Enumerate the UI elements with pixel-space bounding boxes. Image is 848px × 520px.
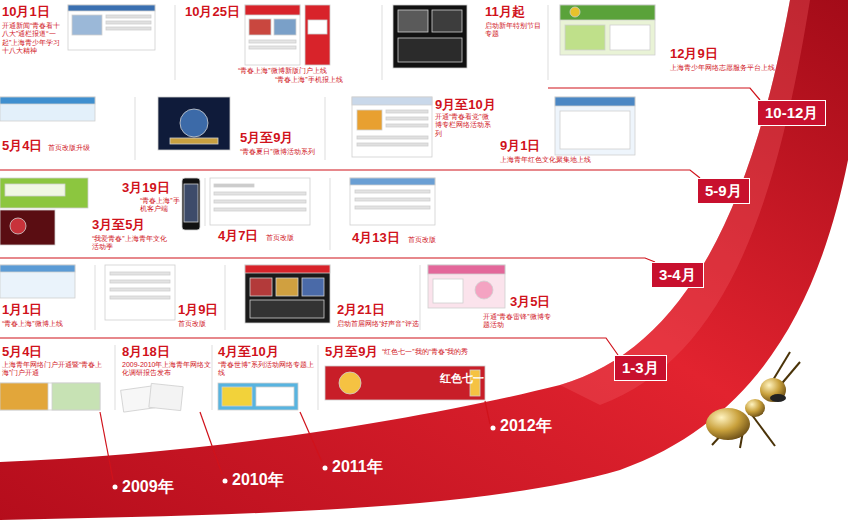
date-label: 1月9日 — [178, 302, 218, 318]
month-label: 5-9月 — [705, 182, 742, 199]
event-note: 首页改版 — [266, 234, 294, 242]
event-note: 首页改版 — [178, 320, 206, 328]
month-tag: 3-4月 — [651, 262, 704, 288]
year-label: 2010年 — [232, 470, 284, 489]
date-label: 5月至9月 — [240, 130, 293, 146]
date-label: 10月1日 — [2, 4, 50, 20]
date-label: 红色七一 — [440, 372, 484, 385]
month-label: 1-3月 — [622, 359, 659, 376]
event-note: “青春上海”微博新版门户上线 — [238, 67, 338, 75]
date-label: 4月13日 — [352, 230, 400, 246]
date-label: 4月至10月 — [218, 344, 279, 360]
date-label: 9月至10月 — [435, 97, 496, 113]
event-note: 开通新闻“青春看十八大”通栏报道“一起”上海青少年学习十八大精神 — [2, 22, 66, 56]
date-label: 3月至5月 — [92, 217, 145, 233]
event-note: “青春世博”系列活动网络专题上线 — [218, 361, 316, 378]
date-label: 3月5日 — [510, 294, 550, 310]
month-tag: 1-3月 — [614, 355, 667, 381]
event-note: 首页改版 — [408, 236, 436, 244]
event-note: 2009-2010年上海青年网络文化调研报告发布 — [122, 361, 214, 378]
month-label: 10-12月 — [765, 104, 818, 121]
event-note: “青春上海”微博上线 — [2, 320, 92, 328]
event-note: 上海青年红色文化聚集地上线 — [500, 156, 600, 164]
date-label: 12月9日 — [670, 46, 718, 62]
date-label: 5月4日 — [2, 138, 42, 154]
event-note: 开通“青春雷锋”微博专题活动 — [483, 313, 553, 330]
event-note: “青春上海”手机报上线 — [275, 76, 345, 84]
event-note: 上海青年网络门户开通暨“青春上海”门户开通 — [2, 361, 114, 378]
year-label: 2012年 — [500, 416, 552, 435]
event-note: “青春上海”手机客户端 — [140, 197, 180, 214]
event-note: 开通“青春看党”微博专栏网络活动系列 — [435, 113, 493, 138]
event-note: 启动新年特别节目专题 — [485, 22, 545, 39]
date-label: 4月7日 — [218, 228, 258, 244]
date-label: 3月19日 — [122, 180, 170, 196]
year-label: 2011年 — [332, 457, 383, 476]
year-label: 2009年 — [122, 477, 174, 496]
month-tag: 5-9月 — [697, 178, 750, 204]
date-label: 5月4日 — [2, 344, 42, 360]
date-label: 11月起 — [485, 4, 525, 20]
month-tag: 10-12月 — [757, 100, 826, 126]
date-label: 8月18日 — [122, 344, 170, 360]
event-note: 启动首届网络“好声音”评选 — [337, 320, 437, 328]
event-note: 首页改版升级 — [48, 144, 108, 152]
date-label: 9月1日 — [500, 138, 540, 154]
event-note: “红色七一”我的“青春”我的秀 — [382, 348, 522, 356]
event-note: 上海青少年网络志愿服务平台上线 — [670, 64, 780, 72]
date-label: 1月1日 — [2, 302, 42, 318]
event-note: “青春夏日”微博活动系列 — [240, 148, 330, 156]
date-label: 5月至9月 — [325, 344, 378, 360]
event-note: “我爱青春”上海青年文化活动季 — [92, 235, 172, 252]
date-label: 10月25日 — [185, 4, 240, 20]
date-label: 2月21日 — [337, 302, 385, 318]
month-label: 3-4月 — [659, 266, 696, 283]
